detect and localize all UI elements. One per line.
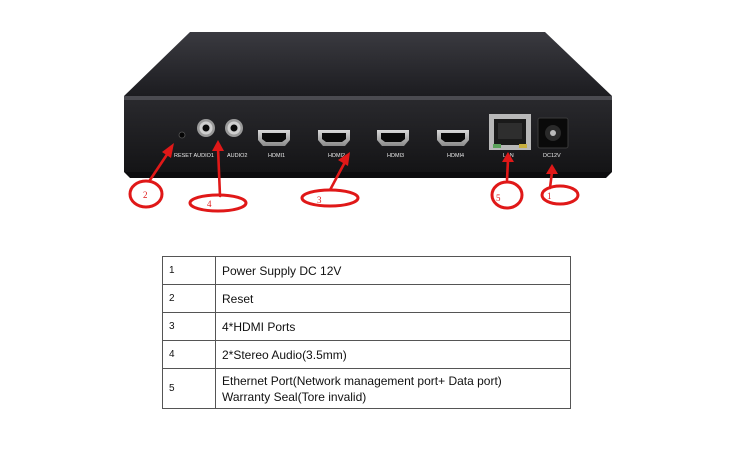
arrow-5 xyxy=(505,158,510,182)
row-description: Reset xyxy=(215,284,571,313)
table-row: 3 4*HDMI Ports xyxy=(162,312,571,341)
hdmi3-port xyxy=(377,130,409,146)
table-row: 5 Ethernet Port(Network management port+… xyxy=(162,368,571,409)
callout-ellipse-3 xyxy=(300,188,360,208)
row-number: 4 xyxy=(162,340,216,369)
row-description: Ethernet Port(Network management port+ D… xyxy=(215,368,571,409)
dc-power-jack xyxy=(537,117,569,149)
row-description: 2*Stereo Audio(3.5mm) xyxy=(215,340,571,369)
callout-number-3: 3 xyxy=(317,195,322,205)
arrow-1 xyxy=(548,170,554,190)
arrow-1-head xyxy=(546,164,558,174)
row-number: 2 xyxy=(162,284,216,313)
row-number: 5 xyxy=(162,368,216,409)
row-description-line: Ethernet Port(Network management port+ D… xyxy=(222,373,502,388)
port-spec-table: 1 Power Supply DC 12V 2 Reset 3 4*HDMI P… xyxy=(162,256,571,409)
callout-ellipse-4 xyxy=(188,193,248,213)
label-hdmi1: HDMI1 xyxy=(268,153,285,159)
callout-number-5: 5 xyxy=(496,193,501,203)
row-description: Power Supply DC 12V xyxy=(215,256,571,285)
label-reset-audio1: RESET AUDIO1 xyxy=(174,153,214,159)
table-row: 1 Power Supply DC 12V xyxy=(162,256,571,285)
callout-ellipse-2 xyxy=(128,179,164,209)
arrow-2-head xyxy=(162,143,174,158)
audio2-jack xyxy=(225,119,243,137)
callout-number-4: 4 xyxy=(207,199,212,209)
hdmi1-port xyxy=(258,130,290,146)
row-description-line: Warranty Seal(Tore invalid) xyxy=(222,389,367,404)
arrow-4-head xyxy=(212,140,224,151)
row-description: 4*HDMI Ports xyxy=(215,312,571,341)
label-audio2: AUDIO2 xyxy=(227,153,247,159)
arrow-5-head xyxy=(502,152,514,162)
lan-port xyxy=(489,114,531,150)
label-hdmi3: HDMI3 xyxy=(387,153,404,159)
device-rear-panel-photo: RESET AUDIO1 AUDIO2 HDMI1 HDMI2 HDMI3 HD… xyxy=(124,32,612,213)
label-hdmi2: HDMI2 xyxy=(328,153,345,159)
label-hdmi4: HDMI4 xyxy=(447,153,464,159)
audio1-jack xyxy=(197,119,215,137)
reset-button-hole xyxy=(178,131,186,139)
arrow-3-head xyxy=(338,152,350,166)
arrow-3 xyxy=(328,160,347,192)
callout-ellipse-5 xyxy=(490,180,524,210)
hdmi4-port xyxy=(437,130,469,146)
hdmi2-port xyxy=(318,130,350,146)
callout-ellipses xyxy=(128,179,580,213)
label-dc: DC12V xyxy=(543,153,561,159)
table-row: 2 Reset xyxy=(162,284,571,313)
row-number: 1 xyxy=(162,256,216,285)
callout-number-2: 2 xyxy=(143,190,148,200)
callout-ellipse-1 xyxy=(540,184,580,206)
callout-arrows xyxy=(148,140,558,198)
row-number: 3 xyxy=(162,312,216,341)
callout-number-1: 1 xyxy=(547,191,552,201)
table-row: 4 2*Stereo Audio(3.5mm) xyxy=(162,340,571,369)
arrow-4 xyxy=(216,146,222,198)
